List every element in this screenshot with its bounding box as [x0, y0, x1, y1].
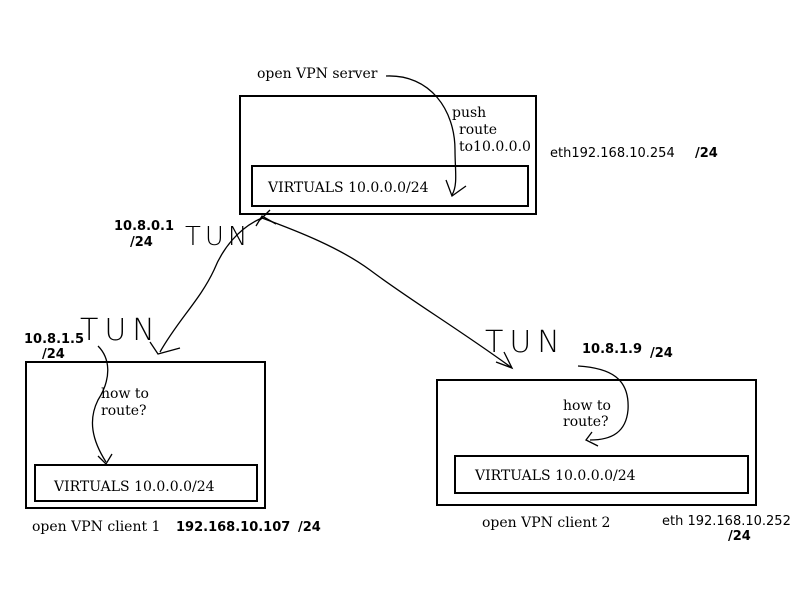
client1-box — [25, 361, 266, 509]
server-virtuals-label: VIRTUALS 10.0.0.0/24 — [267, 180, 429, 196]
server-push-line-1: push — [452, 105, 486, 121]
tun-label-server: TUN — [185, 222, 251, 252]
push-route-arrow — [385, 75, 457, 196]
client1-route-arrowhead — [97, 453, 113, 466]
client1-virtuals-box — [34, 464, 258, 502]
client2-eth-mask: /24 — [728, 529, 751, 544]
push-route-arrowhead — [445, 179, 467, 198]
server-tun-ip: 10.8.0.1 — [114, 219, 174, 234]
tunnel-server-arrowhead-b — [255, 215, 277, 227]
server-push-line-2: route — [459, 122, 497, 138]
client2-route-arrowhead — [585, 431, 599, 447]
client1-virtuals-label: VIRTUALS 10.0.0.0/24 — [53, 479, 215, 495]
client1-route-arrow — [91, 345, 109, 463]
tun-label-client2: TUN — [485, 325, 566, 360]
client2-question-line-2: route? — [563, 414, 609, 430]
client2-tun-mask: /24 — [650, 346, 673, 361]
server-title: open VPN server — [257, 66, 378, 82]
server-push-line-3: to10.0.0.0 — [459, 139, 531, 155]
client2-node: VIRTUALS 10.0.0.0/24 how to route? open … — [436, 342, 791, 544]
client2-box — [436, 379, 757, 506]
server-tun-mask: /24 — [130, 235, 153, 250]
client2-question-line-1: how to — [563, 398, 611, 414]
client1-eth-mask: /24 — [298, 520, 321, 535]
client1-node: VIRTUALS 10.0.0.0/24 how to route? open … — [24, 332, 321, 535]
client1-eth-address: 192.168.10.107 — [176, 520, 290, 535]
client2-tun-ip: 10.8.1.9 — [582, 342, 642, 357]
client2-virtuals-label: VIRTUALS 10.0.0.0/24 — [474, 468, 636, 484]
server-eth-address: eth192.168.10.254 — [550, 146, 675, 161]
tunnel-client2-arrowhead — [495, 351, 514, 370]
client1-question-line-2: route? — [101, 403, 147, 419]
client1-tun-ip: 10.8.1.5 — [24, 332, 84, 347]
tunnel-links: TUN TUN TUN — [80, 209, 566, 370]
server-eth-mask: /24 — [695, 146, 718, 161]
tunnel-server-client2 — [261, 217, 513, 369]
client2-title: open VPN client 2 — [482, 515, 610, 531]
server-box — [239, 95, 537, 215]
client1-title: open VPN client 1 — [32, 519, 160, 535]
tunnel-server-arrowhead-a — [259, 209, 271, 221]
tunnel-client1-arrowhead — [149, 341, 181, 355]
client2-route-arrow — [577, 365, 629, 441]
tun-label-client1: TUN — [80, 313, 161, 348]
server-node: VIRTUALS 10.0.0.0/24 open VPN server pus… — [114, 66, 718, 250]
client1-tun-mask: /24 — [42, 347, 65, 362]
client1-question-line-1: how to — [101, 386, 149, 402]
server-virtuals-box — [251, 165, 529, 207]
tunnel-server-client1 — [159, 217, 263, 353]
client2-eth-address: eth 192.168.10.252 — [662, 514, 791, 529]
client2-virtuals-box — [454, 455, 749, 494]
